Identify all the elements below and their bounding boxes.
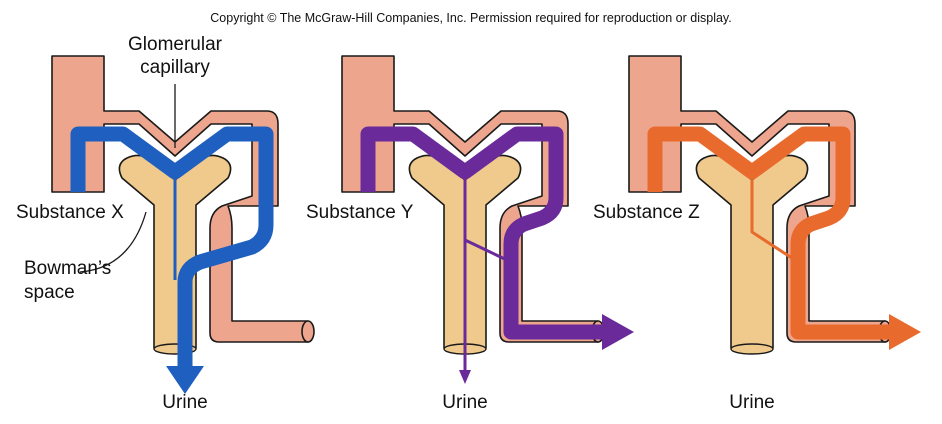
panel-substance-y: Substance Y Urine — [306, 55, 634, 413]
urine-arrow-head-y — [459, 370, 471, 384]
label-substance-y: Substance Y — [306, 202, 414, 223]
label-capillary: capillary — [140, 57, 210, 78]
flow-path-y — [360, 126, 602, 340]
flow-path-x — [70, 126, 274, 378]
reabsorption-line-z — [750, 172, 799, 264]
bowmans-pointer — [79, 211, 147, 273]
label-urine-x: Urine — [162, 392, 207, 413]
copyright-text: Copyright © The McGraw-Hill Companies, I… — [210, 11, 731, 25]
label-glomerular: Glomerular — [128, 34, 223, 55]
flow-path-z — [647, 126, 889, 340]
label-substance-z: Substance Z — [593, 202, 700, 223]
panel-substance-x: Glomerular capillary Substance X Bowman’… — [16, 34, 315, 413]
secretion-line-y — [464, 238, 512, 264]
label-urine-z: Urine — [729, 392, 774, 413]
label-bowmans: Bowman’s — [24, 258, 111, 279]
panel-substance-z: Substance Z Urine — [593, 55, 921, 413]
label-urine-y: Urine — [442, 392, 487, 413]
arrow-head-z — [889, 314, 921, 350]
urine-arrow-head-x — [166, 366, 204, 394]
label-space: space — [24, 282, 75, 303]
arrow-head-y — [602, 314, 634, 350]
label-substance-x: Substance X — [16, 202, 124, 223]
